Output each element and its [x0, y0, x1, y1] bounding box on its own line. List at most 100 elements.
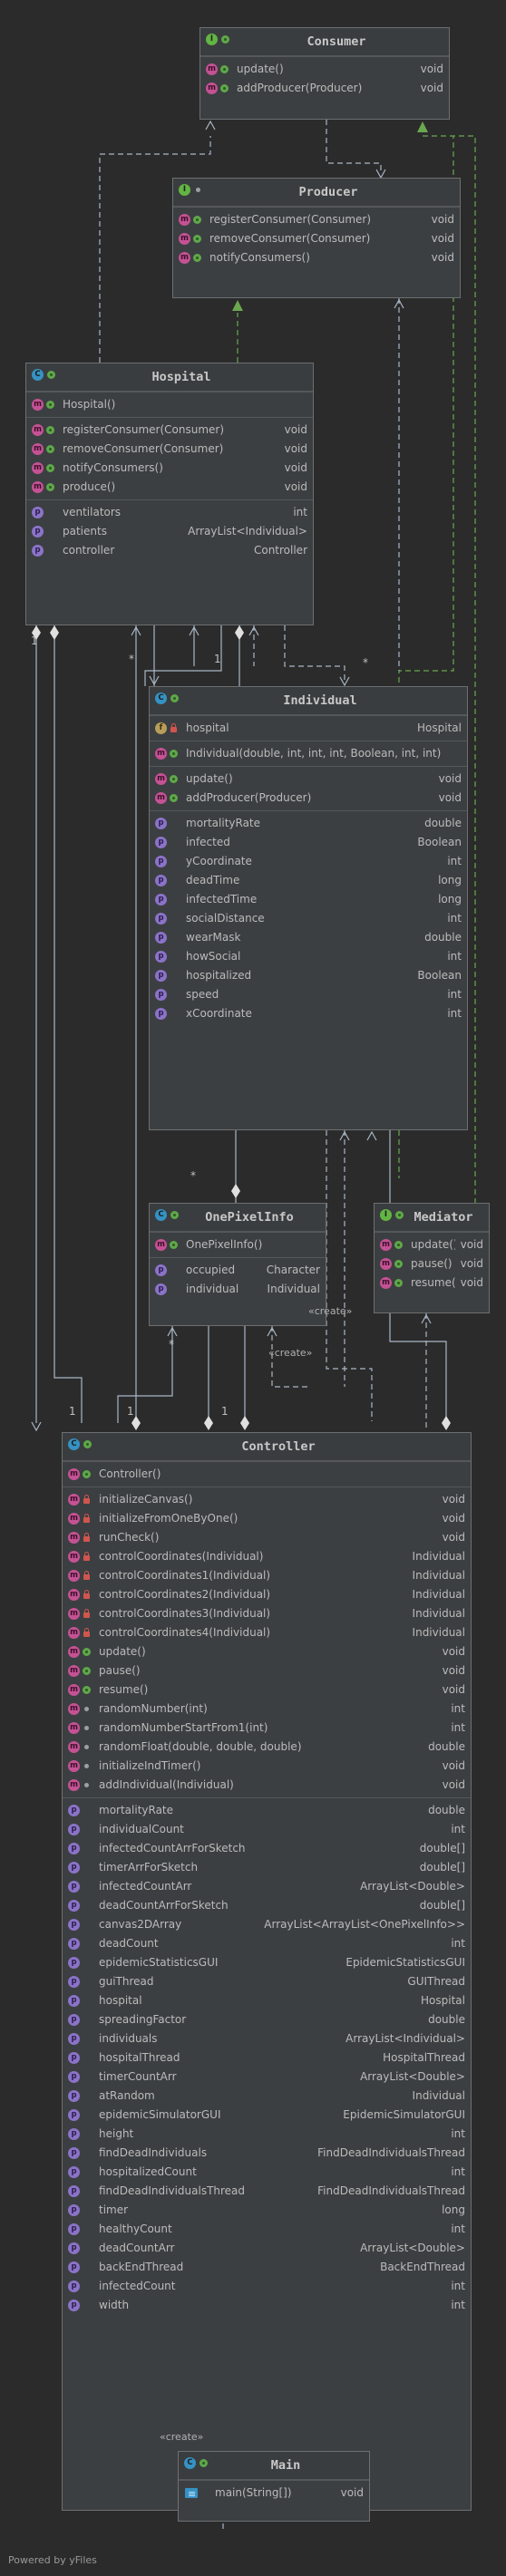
property-icon: p — [155, 1283, 167, 1295]
member-name: timerCountArr — [99, 2070, 177, 2083]
public-icon — [82, 1685, 92, 1695]
property-icon: p — [155, 989, 167, 1001]
static-method-icon — [184, 2484, 199, 2503]
member-row[interactable]: main(String[])void — [179, 2484, 369, 2503]
member-name: infectedCountArrForSketch — [99, 1842, 246, 1855]
private-icon — [82, 1552, 92, 1562]
member-type: BackEndThread — [380, 2261, 465, 2273]
method-icon: m — [32, 399, 44, 411]
public-icon — [45, 425, 55, 435]
member-type: Individual — [412, 1626, 465, 1639]
dependency-arrowhead — [394, 298, 404, 309]
class-main[interactable]: C Main main(String[])void — [178, 2451, 370, 2522]
dependency-arrowhead — [375, 169, 386, 179]
